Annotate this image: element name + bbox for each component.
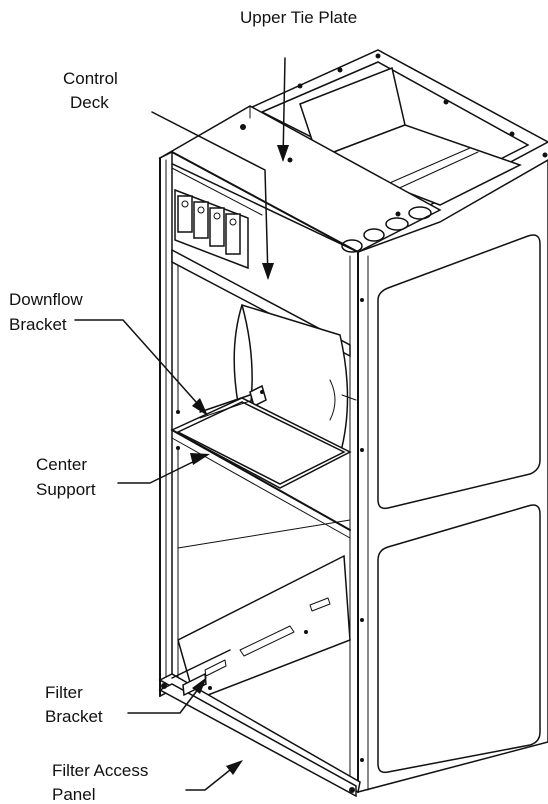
lower-compartment [177, 449, 351, 701]
label-filter-access-panel-line1: Filter Access [52, 761, 148, 780]
label-center-support-line1: Center [36, 455, 87, 474]
label-filter-access-panel-line2: Panel [52, 785, 95, 804]
electrical-components [171, 167, 263, 270]
callout-labels: Upper Tie Plate Control Deck Downflow Br… [9, 8, 357, 804]
label-control-deck-line2: Deck [70, 93, 109, 112]
label-center-support-line2: Support [36, 480, 96, 499]
label-control-deck-line1: Control [63, 69, 118, 88]
label-upper-tie-plate: Upper Tie Plate [240, 8, 357, 27]
label-downflow-bracket-line2: Bracket [9, 315, 67, 334]
right-side-panel [357, 159, 548, 793]
control-deck [158, 105, 442, 253]
upper-tie-plate-assembly [248, 49, 548, 206]
leader-lines [74, 57, 289, 791]
center-support [170, 394, 352, 539]
label-filter-bracket-line1: Filter [45, 683, 83, 702]
label-filter-bracket-line2: Bracket [45, 707, 103, 726]
label-downflow-bracket-line1: Downflow [9, 290, 83, 309]
filter-access-panel [158, 649, 361, 798]
